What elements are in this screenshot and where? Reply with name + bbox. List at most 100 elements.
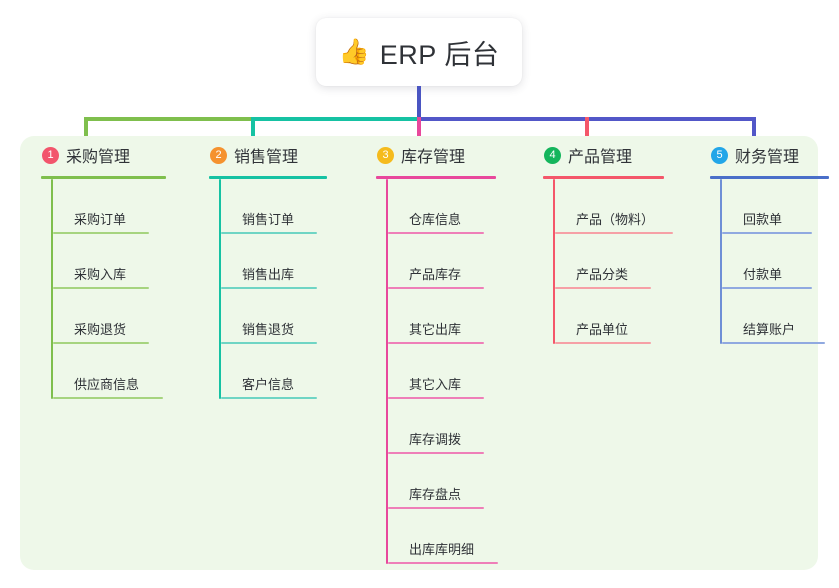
item-label: 出库库明细 <box>409 542 475 557</box>
list-item[interactable]: 出库库明细 <box>386 509 522 564</box>
list-item[interactable]: 回款单 <box>720 179 818 234</box>
column-badge-2: 2 <box>210 146 227 164</box>
column-items-2: 销售订单 销售出库 销售退货 客户信息 <box>219 179 355 399</box>
list-item[interactable]: 产品分类 <box>553 234 689 289</box>
list-item[interactable]: 采购入库 <box>51 234 188 289</box>
list-item[interactable]: 库存盘点 <box>386 454 522 509</box>
column-finance: 5 财务管理 回款单 付款单 结算账户 <box>689 136 829 570</box>
item-label: 产品分类 <box>576 267 629 282</box>
list-item[interactable]: 采购退货 <box>51 289 188 344</box>
column-title-3: 库存管理 <box>401 149 466 166</box>
list-item[interactable]: 销售订单 <box>219 179 355 234</box>
column-items-1: 采购订单 采购入库 采购退货 供应商信息 <box>51 179 188 399</box>
column-header-4[interactable]: 4 产品管理 <box>522 136 689 174</box>
column-spine-4 <box>553 179 555 344</box>
item-label: 仓库信息 <box>409 212 462 227</box>
list-item[interactable]: 结算账户 <box>720 289 825 344</box>
column-items-4: 产品（物料） 产品分类 产品单位 <box>553 179 689 344</box>
item-label: 销售订单 <box>242 212 295 227</box>
root-title: ERP 后台 <box>379 39 500 70</box>
list-item[interactable]: 产品库存 <box>386 234 522 289</box>
item-label: 库存调拨 <box>409 432 462 447</box>
item-rule <box>388 507 484 509</box>
list-item[interactable]: 产品（物料） <box>553 179 689 234</box>
list-item[interactable]: 其它入库 <box>386 344 522 399</box>
content-panel <box>20 136 818 570</box>
thumbs-up-icon: 👍 <box>338 37 370 66</box>
column-spine-3 <box>386 179 388 564</box>
list-item[interactable]: 客户信息 <box>219 344 355 399</box>
item-label: 其它出库 <box>409 322 462 337</box>
item-label: 其它入库 <box>409 377 462 392</box>
column-procurement: 1 采购管理 采购订单 采购入库 采购退货 供应商信 <box>20 136 188 570</box>
item-label: 采购入库 <box>74 267 127 282</box>
column-spine-1 <box>51 179 53 399</box>
root-node[interactable]: 👍 ERP 后台 <box>316 18 522 86</box>
column-spine-5 <box>720 179 722 344</box>
column-header-5[interactable]: 5 财务管理 <box>689 136 818 174</box>
item-rule <box>388 452 484 454</box>
list-item[interactable]: 仓库信息 <box>386 179 522 234</box>
item-label: 产品库存 <box>409 267 462 282</box>
list-item[interactable]: 付款单 <box>720 234 818 289</box>
column-product: 4 产品管理 产品（物料） 产品分类 产品单位 <box>522 136 689 570</box>
item-rule <box>53 287 149 289</box>
column-rule-2 <box>209 176 327 179</box>
item-rule <box>221 287 317 289</box>
column-header-1[interactable]: 1 采购管理 <box>20 136 188 174</box>
item-rule <box>388 562 498 564</box>
item-rule <box>388 397 484 399</box>
item-label: 产品（物料） <box>576 212 655 227</box>
column-container: 1 采购管理 采购订单 采购入库 采购退货 供应商信 <box>20 136 829 570</box>
column-header-2[interactable]: 2 销售管理 <box>188 136 355 174</box>
column-spine-2 <box>219 179 221 399</box>
item-rule <box>221 232 317 234</box>
item-rule <box>53 232 149 234</box>
item-label: 结算账户 <box>743 322 796 337</box>
column-title-2: 销售管理 <box>234 149 299 166</box>
item-rule <box>388 342 484 344</box>
list-item[interactable]: 其它出库 <box>386 289 522 344</box>
column-badge-3: 3 <box>377 146 394 164</box>
item-rule <box>555 232 673 234</box>
item-label: 销售出库 <box>242 267 295 282</box>
list-item[interactable]: 产品单位 <box>553 289 689 344</box>
item-label: 客户信息 <box>242 377 295 392</box>
item-label: 库存盘点 <box>409 487 462 502</box>
column-title-4: 产品管理 <box>568 149 633 166</box>
column-sales: 2 销售管理 销售订单 销售出库 销售退货 客户信息 <box>188 136 355 570</box>
column-badge-4: 4 <box>544 146 561 164</box>
column-items-5: 回款单 付款单 结算账户 <box>720 179 825 344</box>
column-badge-1: 1 <box>42 146 59 164</box>
column-header-3[interactable]: 3 库存管理 <box>355 136 522 174</box>
list-item[interactable]: 供应商信息 <box>51 344 188 399</box>
column-inventory: 3 库存管理 仓库信息 产品库存 其它出库 其它入库 <box>355 136 522 570</box>
item-rule <box>722 232 812 234</box>
item-label: 产品单位 <box>576 322 629 337</box>
item-rule <box>555 287 651 289</box>
list-item[interactable]: 采购订单 <box>51 179 188 234</box>
list-item[interactable]: 库存调拨 <box>386 399 522 454</box>
item-rule <box>388 287 484 289</box>
item-label: 付款单 <box>743 267 783 282</box>
column-badge-5: 5 <box>711 146 728 164</box>
item-label: 回款单 <box>743 212 783 227</box>
item-rule <box>722 287 812 289</box>
column-rule-1 <box>41 176 166 179</box>
column-rule-3 <box>376 176 496 179</box>
list-item[interactable]: 销售退货 <box>219 289 355 344</box>
item-label: 供应商信息 <box>74 377 140 392</box>
item-rule <box>53 342 149 344</box>
list-item[interactable]: 销售出库 <box>219 234 355 289</box>
item-rule <box>221 342 317 344</box>
item-rule <box>221 397 317 399</box>
item-label: 采购订单 <box>74 212 127 227</box>
column-items-3: 仓库信息 产品库存 其它出库 其它入库 库存调拨 <box>386 179 522 564</box>
item-rule <box>555 342 651 344</box>
item-rule <box>722 342 825 344</box>
column-title-5: 财务管理 <box>735 149 800 166</box>
item-rule <box>388 232 484 234</box>
column-title-1: 采购管理 <box>66 149 131 166</box>
item-label: 采购退货 <box>74 322 127 337</box>
